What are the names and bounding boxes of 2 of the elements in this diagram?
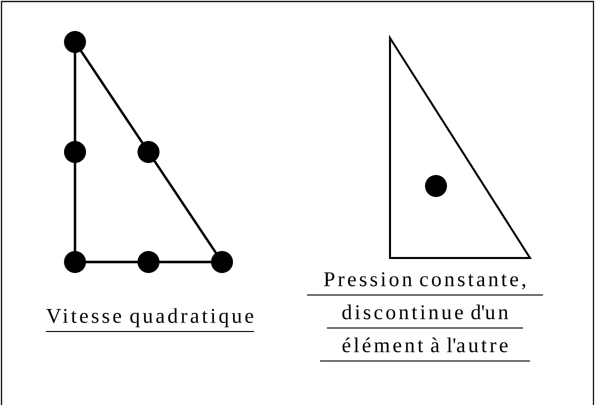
underlined-caption: Vitesse quadratique xyxy=(46,308,254,328)
underlined-caption: Pression constante, discontinue d'un élément à l'autre xyxy=(324,272,526,352)
